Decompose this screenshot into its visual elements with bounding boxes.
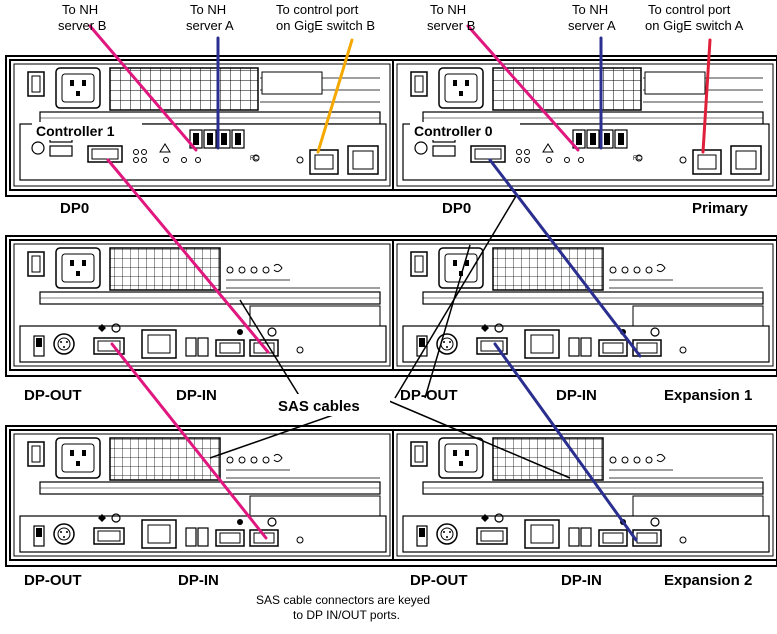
controller-1-label: Controller 1 <box>36 123 115 139</box>
footnote-line2: to DP IN/OUT ports. <box>293 608 400 622</box>
cable-control-a <box>701 38 712 154</box>
dp-in-label-exp2-left: DP-IN <box>178 572 219 589</box>
nh-server-b-right-line2: server B <box>427 18 475 33</box>
control-port-b-line2: on GigE switch B <box>276 18 375 33</box>
nh-server-a-right-line1: To NH <box>572 2 608 17</box>
control-port-a-line1: To control port <box>648 2 731 17</box>
sas-cable-leader <box>381 397 571 479</box>
dp-out-label-exp1-right: DP-OUT <box>400 387 458 404</box>
nh-server-b-left-line2: server B <box>58 18 106 33</box>
cable-control-b <box>316 38 354 154</box>
dp0-label-left: DP0 <box>60 200 89 217</box>
top-callouts: To NH server B To NH server A To control… <box>58 2 744 33</box>
footnote-line1: SAS cable connectors are keyed <box>256 593 430 607</box>
cable-dp0-left <box>106 158 270 354</box>
expansion2-label: Expansion 2 <box>664 572 752 589</box>
sas-cables-label: SAS cables <box>278 398 360 415</box>
nh-server-b-right-line1: To NH <box>430 2 466 17</box>
cable-dp0-right <box>488 158 642 358</box>
sas-cable-leader <box>424 244 471 399</box>
sas-cable-leader <box>239 299 301 398</box>
sas-cable-leader <box>394 195 517 399</box>
expansion2-enclosure <box>5 425 777 567</box>
dp-out-label-exp2-right: DP-OUT <box>410 572 468 589</box>
control-port-b-line1: To control port <box>276 2 359 17</box>
dp-in-label-exp1-left: DP-IN <box>176 387 217 404</box>
cable-exp1-out-right <box>493 342 638 542</box>
fc-label-right: FC <box>633 156 642 162</box>
dp-out-label-exp2-left: DP-OUT <box>24 572 82 589</box>
nh-server-a-left-line2: server A <box>186 18 234 33</box>
expansion1-label: Expansion 1 <box>664 387 752 404</box>
control-port-a-line2: on GigE switch A <box>645 18 744 33</box>
dp0-label-right: DP0 <box>442 200 471 217</box>
cable-exp1-out-left <box>110 342 268 540</box>
nh-server-a-left-line1: To NH <box>190 2 226 17</box>
cable-nh-b-right <box>466 24 580 152</box>
primary-label: Primary <box>692 200 749 217</box>
fc-label-left: FC <box>250 156 259 162</box>
colored-cables <box>88 24 712 542</box>
nh-server-b-left-line1: To NH <box>62 2 98 17</box>
expansion1-enclosure <box>5 235 777 377</box>
cable-nh-b-left <box>88 24 198 152</box>
controller-0-label: Controller 0 <box>414 123 493 139</box>
dp-in-label-exp2-right: DP-IN <box>561 572 602 589</box>
dp-out-label-exp1-left: DP-OUT <box>24 387 82 404</box>
dp-in-label-exp1-right: DP-IN <box>556 387 597 404</box>
nh-server-a-right-line2: server A <box>568 18 616 33</box>
